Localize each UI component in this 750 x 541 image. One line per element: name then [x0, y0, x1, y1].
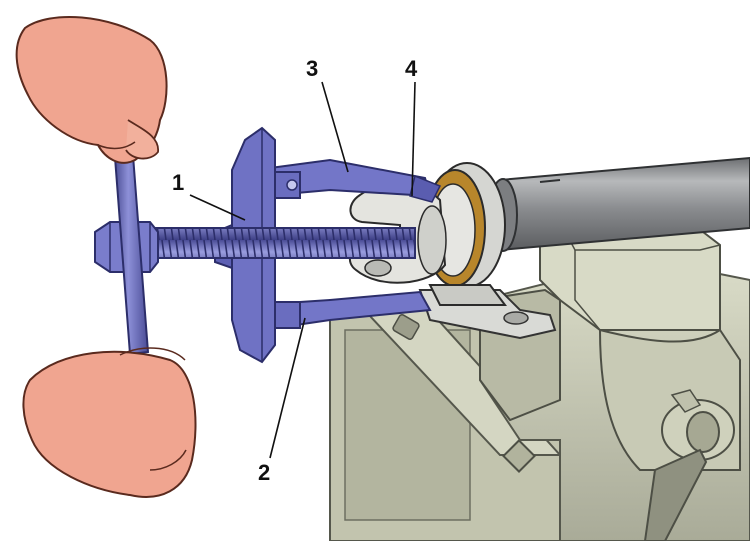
leader-lines [189, 81, 416, 459]
callout-1: 1 [172, 170, 185, 195]
left-hand-icon [15, 15, 168, 164]
leader-2 [269, 317, 306, 459]
vise-icon [329, 221, 750, 541]
callout-2: 2 [258, 460, 271, 485]
right-hand-icon [22, 347, 197, 498]
leader-4 [411, 81, 416, 197]
callout-4: 4 [405, 56, 418, 81]
leader-1 [189, 194, 246, 221]
callout-3: 3 [306, 56, 319, 81]
puller-icon [94, 114, 442, 364]
leader-3 [321, 81, 349, 173]
bearing-icon [418, 162, 557, 340]
